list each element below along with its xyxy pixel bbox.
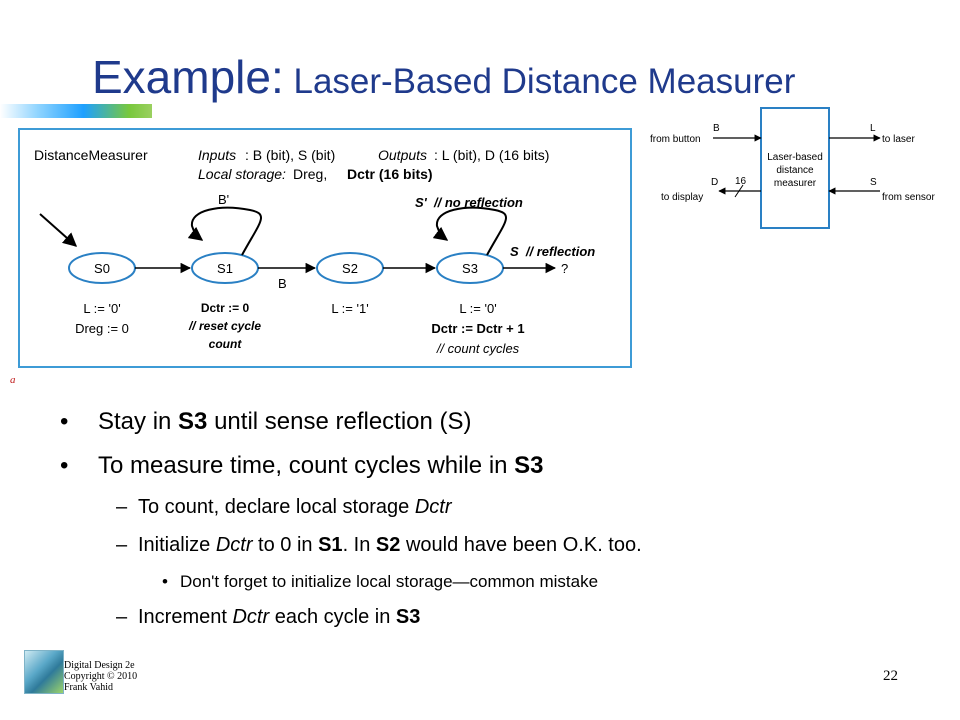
from-sensor-label: from sensor (882, 192, 935, 203)
fsm-inputs-value: : B (bit), S (bit) (245, 147, 335, 163)
from-button-label: from button (650, 134, 701, 145)
sub-bullet-2: –Initialize Dctr to 0 in S1. In S2 would… (116, 534, 642, 556)
title-accent-bar (0, 104, 152, 118)
loop-s3 (432, 206, 507, 256)
fsm-storage-bold: Dctr (16 bits) (347, 166, 433, 182)
pin-l-label: L (870, 123, 876, 134)
to-display-label: to display (661, 192, 703, 203)
measurer-block (760, 107, 830, 229)
stray-mark: a (10, 374, 16, 386)
slide-title: Example: Laser-Based Distance Measurer (92, 50, 795, 104)
action-s1-1: Dctr := 0 (201, 301, 250, 315)
bullet-1: •Stay in S3 until sense reflection (S) (60, 408, 472, 435)
loop-s1 (187, 206, 262, 256)
state-s2-label: S2 (342, 261, 358, 276)
fsm-diagram-box: DistanceMeasurer Inputs : B (bit), S (bi… (18, 128, 632, 368)
title-rest: Laser-Based Distance Measurer (283, 62, 796, 101)
sub-sub-bullet: •Don't forget to initialize local storag… (162, 572, 599, 591)
action-s3-1: L := '0' (459, 301, 496, 316)
fsm-outputs-label: Outputs (378, 147, 427, 163)
label-edge-s1-s2: B (278, 276, 287, 291)
label-loop-s3: S' // no reflection (415, 195, 523, 210)
label-exit-s3: S // reflection (510, 244, 595, 259)
sub-bullet-1: –To count, declare local storage Dctr (116, 496, 452, 518)
state-s1-label: S1 (217, 261, 233, 276)
sub-bullet-3: –Increment Dctr each cycle in S3 (116, 606, 421, 628)
bus-width-label: 16 (735, 176, 747, 187)
action-s0-2: Dreg := 0 (75, 321, 129, 336)
initial-arrow (39, 213, 78, 247)
block-name-3: measurer (774, 178, 817, 189)
label-loop-s1: B' (218, 192, 229, 207)
action-s0-1: L := '0' (83, 301, 120, 316)
fsm-inputs-label: Inputs (198, 147, 236, 163)
action-s3-3: // count cycles (436, 341, 520, 356)
title-main: Example: (92, 51, 284, 103)
book-cover-logo (24, 650, 64, 694)
action-s2-1: L := '1' (331, 301, 368, 316)
block-name-1: Laser-based (767, 152, 823, 163)
footer-credit: Digital Design 2e Copyright © 2010 Frank… (64, 660, 137, 693)
footer-line-1: Digital Design 2e (64, 660, 135, 671)
footer-line-2: Copyright © 2010 (64, 671, 138, 682)
action-s1-3: count (209, 337, 243, 351)
pin-s-label: S (870, 177, 877, 188)
block-diagram: Laser-based distance measurer B L D 16 S… (650, 107, 935, 229)
state-s3-label: S3 (462, 261, 478, 276)
fsm-diagram: DistanceMeasurer Inputs : B (bit), S (bi… (34, 147, 595, 356)
label-exit-target: ? (561, 261, 568, 276)
page-number: 22 (883, 668, 898, 684)
bus-slash (734, 184, 744, 198)
pin-b-label: B (713, 123, 720, 134)
to-laser-label: to laser (882, 134, 915, 145)
fsm-storage-label: Local storage: (198, 166, 286, 182)
block-name-2: distance (776, 165, 814, 176)
action-s1-2: // reset cycle (188, 319, 261, 333)
fsm-name: DistanceMeasurer (34, 147, 148, 163)
footer-line-3: Frank Vahid (64, 682, 113, 693)
pin-d-label: D (711, 177, 718, 188)
fsm-outputs-value: : L (bit), D (16 bits) (434, 147, 549, 163)
bullet-2: •To measure time, count cycles while in … (60, 452, 544, 479)
fsm-storage-value: Dreg, (293, 166, 327, 182)
bullet-list: •Stay in S3 until sense reflection (S) •… (60, 408, 940, 644)
state-s0-label: S0 (94, 261, 110, 276)
action-s3-2: Dctr := Dctr + 1 (431, 321, 524, 336)
